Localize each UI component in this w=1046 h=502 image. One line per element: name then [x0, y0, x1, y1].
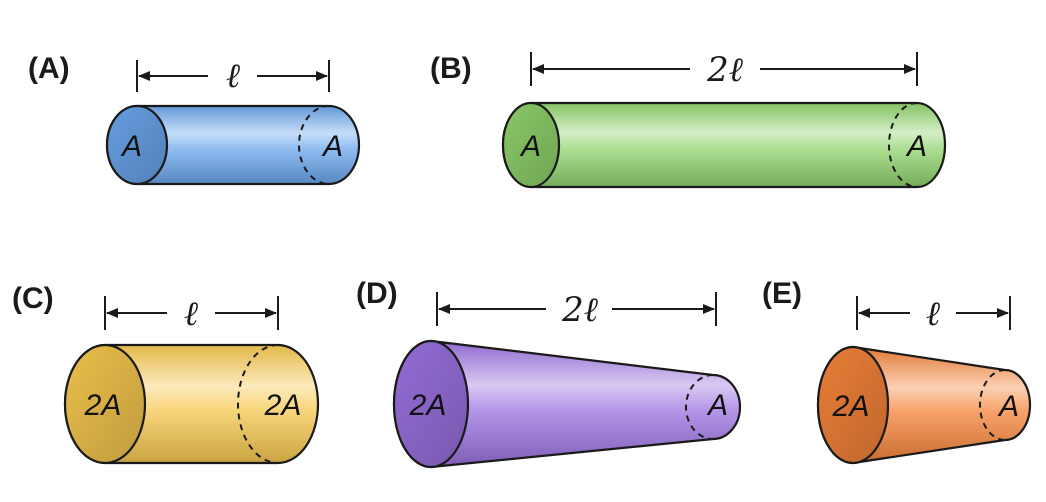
cylinder-a: A A: [105, 104, 361, 186]
cone-e-left-face: [816, 345, 890, 465]
panel-c-label: (C): [12, 282, 54, 315]
cone-d: 2A A: [392, 339, 742, 469]
cone-e: 2A A: [816, 345, 1032, 465]
cylinder-c: 2A 2A: [63, 343, 320, 465]
panel-b-length-dimension: 2ℓ: [530, 50, 918, 90]
panel-d-label: (D): [356, 277, 398, 310]
panel-e-length-dimension: ℓ: [856, 294, 1011, 334]
panel-a-label: (A): [28, 52, 70, 85]
panel-d: (D) 2ℓ 2A A: [356, 277, 742, 469]
cylinder-b-hidden-edge: [888, 102, 918, 188]
panel-a: (A) ℓ A A: [28, 52, 361, 186]
cone-e-left-area: 2A: [832, 390, 870, 423]
cylinder-b-body: [501, 101, 947, 189]
cylinder-c-left-area: 2A: [84, 389, 122, 422]
panel-d-length-label: 2ℓ: [561, 290, 598, 330]
cone-e-right-area: A: [997, 390, 1019, 423]
panel-e: (E) ℓ 2A A: [762, 277, 1032, 465]
cylinder-a-left-face: [105, 104, 169, 186]
panel-c-length-label: ℓ: [184, 294, 198, 334]
cone-d-left-face: [392, 339, 470, 469]
cylinder-b-right-area: A: [905, 130, 927, 163]
cylinder-b-left-area: A: [519, 130, 541, 163]
cone-d-right-area: A: [706, 389, 728, 422]
panel-b: (B) 2ℓ A A: [430, 50, 947, 189]
panel-d-length-dimension: 2ℓ: [436, 290, 717, 330]
cylinder-c-hidden-edge: [237, 344, 279, 464]
cylinder-c-left-face: [63, 343, 147, 465]
panel-c-length-dimension: ℓ: [104, 294, 279, 334]
cylinder-a-right-area: A: [321, 130, 343, 163]
panel-e-length-label: ℓ: [926, 294, 940, 334]
panel-a-length-dimension: ℓ: [136, 56, 330, 96]
cylinder-a-left-area: A: [120, 130, 142, 163]
cone-d-hidden-edge: [685, 374, 714, 440]
cylinder-a-hidden-edge: [298, 105, 330, 185]
panel-e-label: (E): [762, 277, 802, 310]
panel-b-length-label: 2ℓ: [706, 50, 743, 90]
panel-b-label: (B): [430, 52, 472, 85]
cylinder-c-right-area: 2A: [264, 389, 302, 422]
panel-c: (C) ℓ 2A 2A: [12, 282, 320, 465]
cone-d-left-area: 2A: [409, 389, 447, 422]
panel-a-length-label: ℓ: [226, 56, 240, 96]
cylinder-b: A A: [501, 101, 947, 189]
cone-e-hidden-edge: [979, 369, 1006, 441]
cylinder-b-left-face: [501, 101, 561, 189]
